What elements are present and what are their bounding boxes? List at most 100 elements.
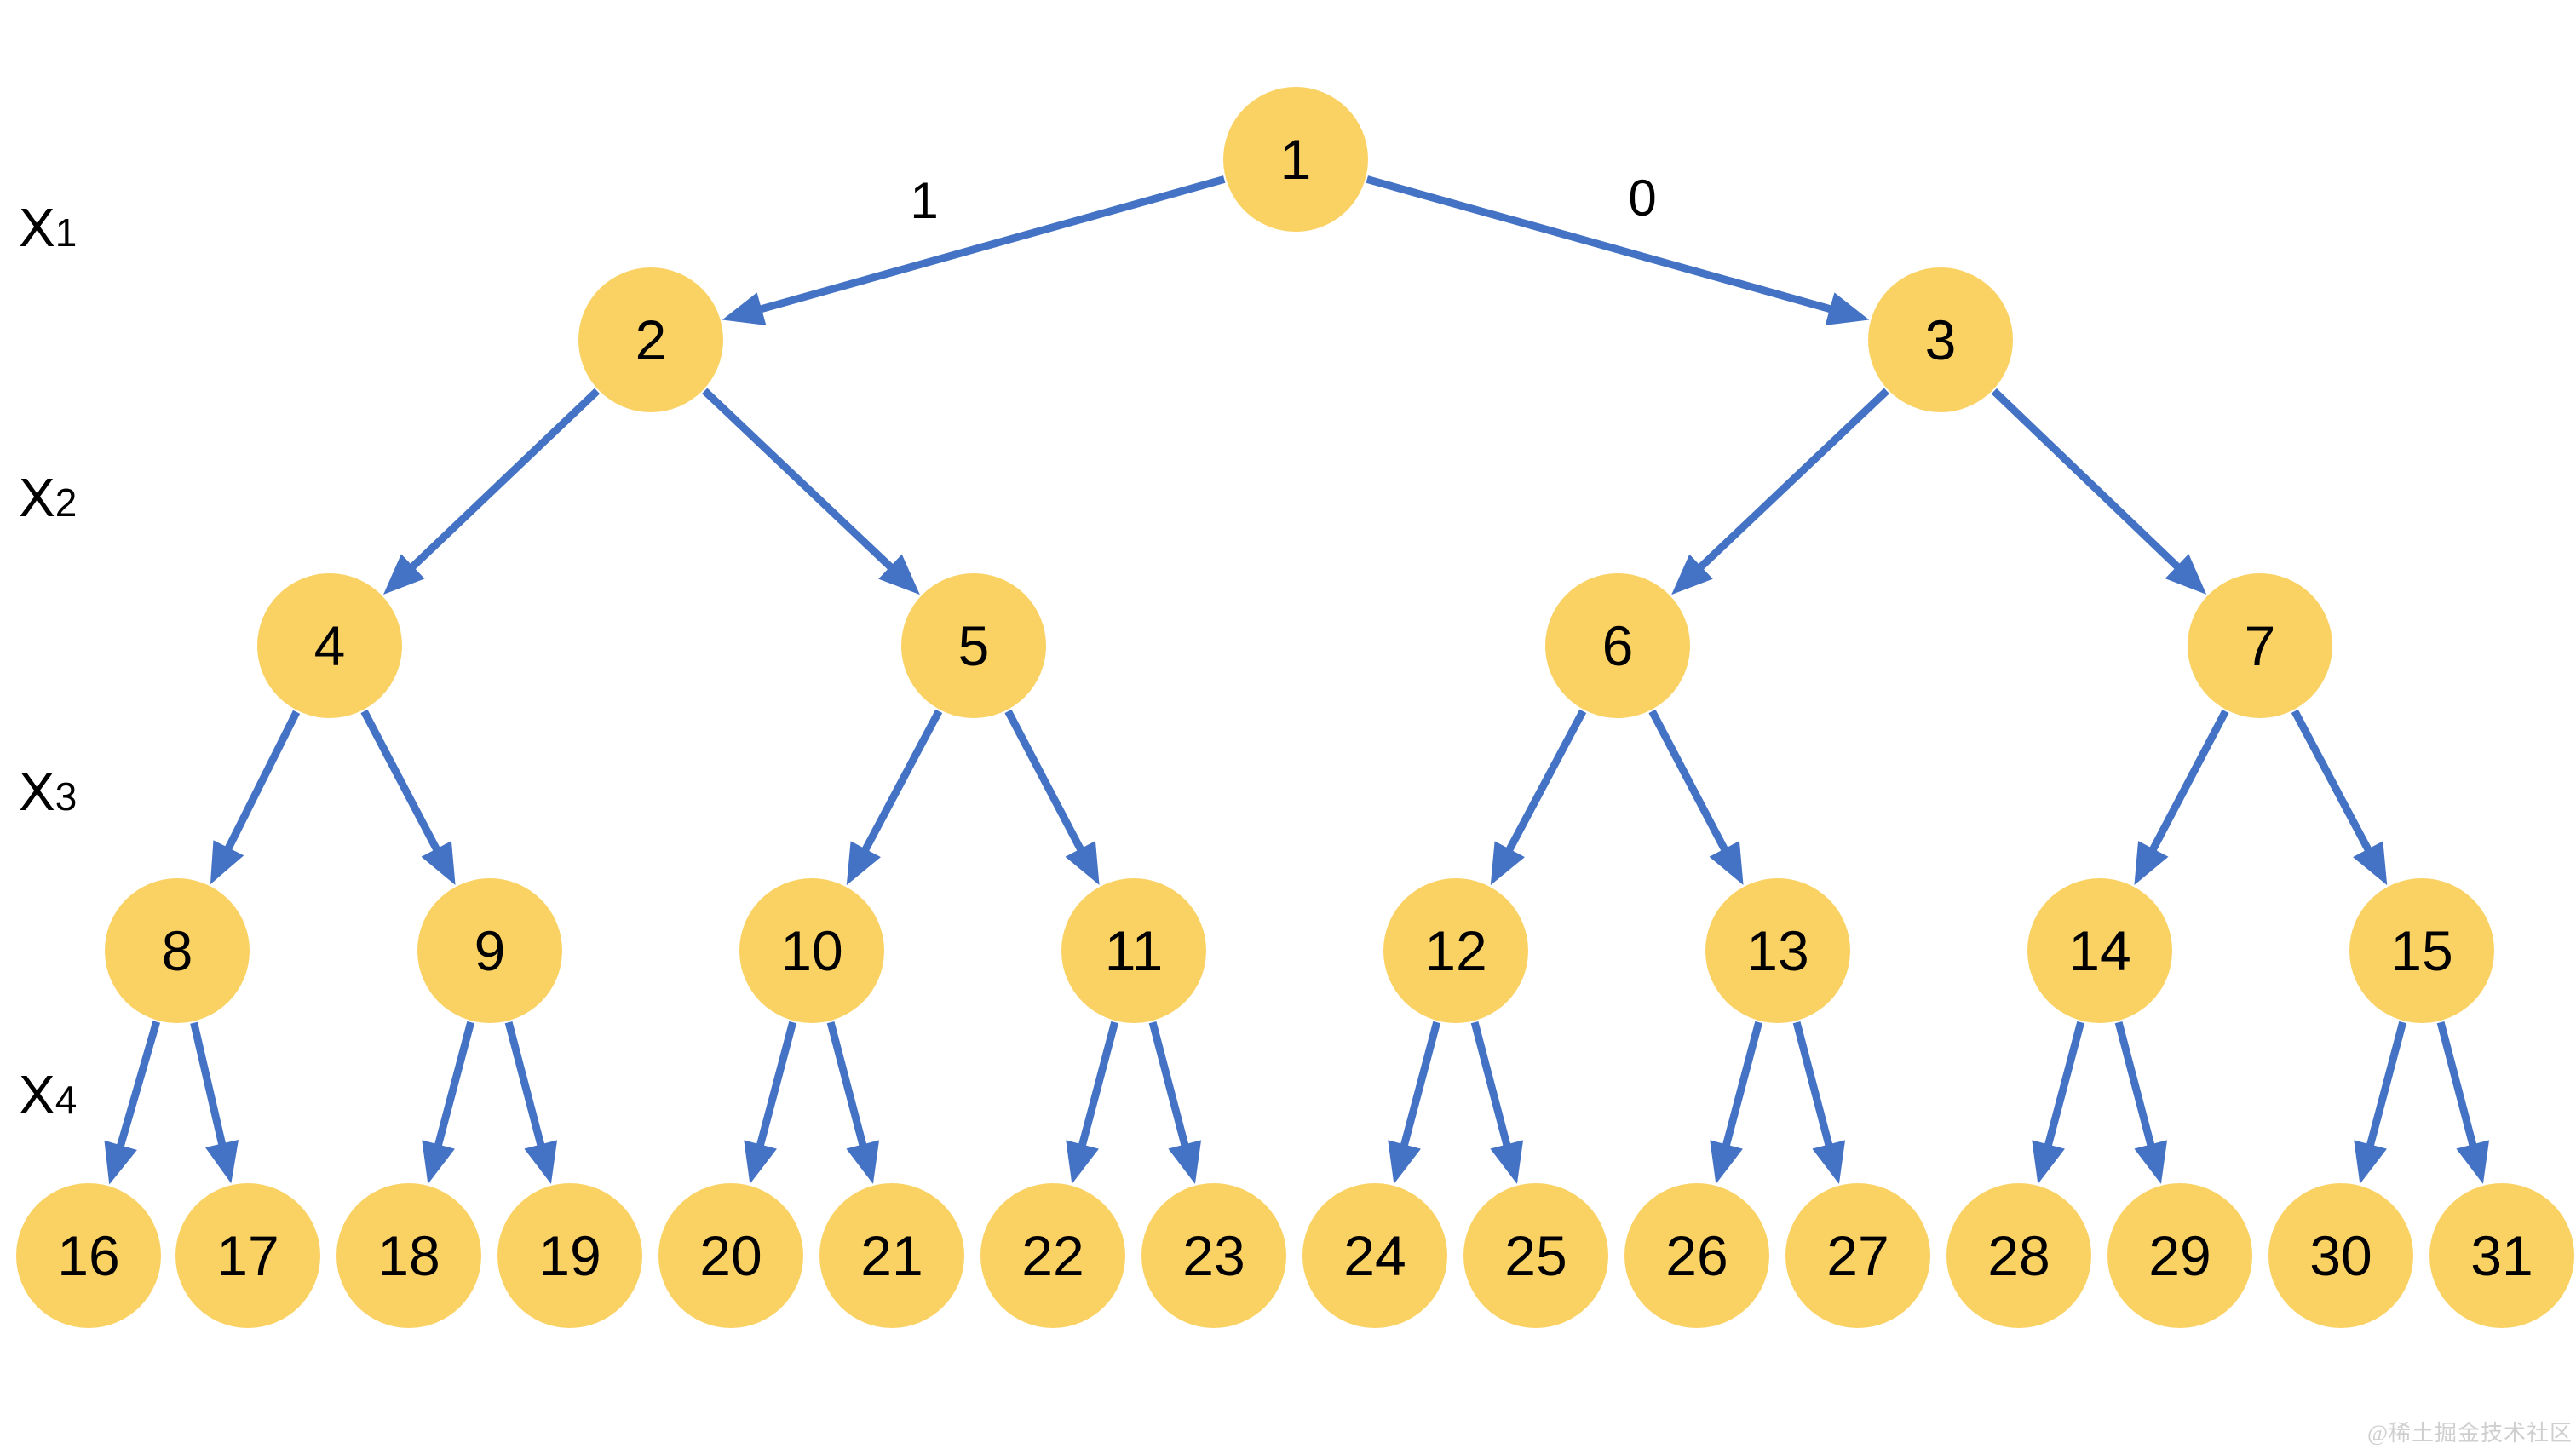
node-circle-1 bbox=[1223, 87, 1368, 232]
edge-label-right-0: 0 bbox=[1628, 170, 1657, 227]
level-label-x4-subscript: 4 bbox=[55, 1078, 78, 1122]
edge-6-13 bbox=[1648, 709, 1736, 865]
arrowhead-5-10 bbox=[846, 841, 881, 886]
edge-15-30 bbox=[2362, 1021, 2407, 1162]
level-label-x1: X1 bbox=[19, 200, 77, 260]
node-circle-23 bbox=[1141, 1183, 1286, 1328]
edge-8-16 bbox=[112, 1021, 161, 1163]
edge-11-23 bbox=[1148, 1021, 1193, 1162]
node-circle-25 bbox=[1463, 1183, 1608, 1328]
node-label-17: 17 bbox=[216, 1224, 279, 1287]
edge-2-5 bbox=[702, 388, 906, 581]
edge-5-10 bbox=[854, 709, 943, 865]
node-circle-8 bbox=[105, 878, 250, 1023]
arrowhead-12-25 bbox=[1490, 1140, 1524, 1184]
arrowhead-1-3 bbox=[1825, 292, 1870, 325]
edge-1-2 bbox=[745, 175, 1226, 318]
node-label-13: 13 bbox=[1746, 919, 1808, 982]
edge-14-28 bbox=[2040, 1021, 2085, 1162]
node-circle-22 bbox=[980, 1183, 1125, 1328]
node-circle-30 bbox=[2268, 1183, 2413, 1328]
tree-node-30: 30 bbox=[2268, 1183, 2413, 1328]
arrowhead-10-21 bbox=[846, 1140, 880, 1184]
arrowhead-14-28 bbox=[2032, 1140, 2065, 1184]
tree-node-7: 7 bbox=[2188, 573, 2332, 718]
edge-1-3 bbox=[1366, 175, 1847, 318]
node-circle-12 bbox=[1383, 878, 1528, 1023]
node-label-30: 30 bbox=[2309, 1224, 2372, 1287]
arrowhead-7-15 bbox=[2353, 841, 2388, 886]
edge-8-17 bbox=[190, 1021, 230, 1161]
node-label-11: 11 bbox=[1105, 919, 1164, 982]
node-label-3: 3 bbox=[1925, 308, 1957, 371]
arrowhead-3-7 bbox=[2165, 554, 2207, 595]
node-label-14: 14 bbox=[2068, 919, 2130, 982]
tree-node-1: 1 bbox=[1223, 87, 1368, 232]
edge-10-20 bbox=[752, 1021, 797, 1162]
node-label-2: 2 bbox=[635, 308, 667, 371]
edge-15-31 bbox=[2436, 1021, 2481, 1162]
node-label-15: 15 bbox=[2390, 919, 2452, 982]
edge-label-left-1: 1 bbox=[910, 172, 939, 229]
edge-13-27 bbox=[1792, 1021, 1837, 1162]
edge-9-19 bbox=[504, 1021, 549, 1162]
edge-6-12 bbox=[1498, 709, 1587, 865]
node-circle-18 bbox=[336, 1183, 481, 1328]
tree-node-13: 13 bbox=[1705, 878, 1850, 1023]
node-circle-14 bbox=[2027, 878, 2172, 1023]
tree-node-20: 20 bbox=[658, 1183, 803, 1328]
arrowhead-9-19 bbox=[524, 1140, 558, 1184]
arrowhead-15-31 bbox=[2456, 1140, 2490, 1184]
node-label-29: 29 bbox=[2148, 1224, 2211, 1287]
arrowhead-13-27 bbox=[1812, 1140, 1846, 1184]
arrowhead-13-26 bbox=[1710, 1140, 1743, 1184]
node-circle-15 bbox=[2349, 878, 2494, 1023]
level-label-x3-subscript: 3 bbox=[55, 774, 78, 819]
node-label-10: 10 bbox=[780, 919, 842, 982]
tree-node-6: 6 bbox=[1545, 573, 1690, 718]
tree-node-18: 18 bbox=[336, 1183, 481, 1328]
edge-9-18 bbox=[430, 1021, 475, 1162]
arrowhead-8-16 bbox=[104, 1140, 137, 1185]
arrowhead-10-20 bbox=[744, 1140, 777, 1184]
edge-3-6 bbox=[1686, 388, 1889, 581]
node-circle-29 bbox=[2107, 1183, 2252, 1328]
tree-node-12: 12 bbox=[1383, 878, 1528, 1023]
node-circle-4 bbox=[257, 573, 402, 718]
edge-11-22 bbox=[1074, 1021, 1119, 1162]
tree-node-19: 19 bbox=[497, 1183, 642, 1328]
arrowhead-7-14 bbox=[2134, 841, 2169, 885]
level-label-x2-subscript: 2 bbox=[55, 480, 78, 525]
level-label-x3: X3 bbox=[19, 764, 77, 824]
node-label-23: 23 bbox=[1182, 1224, 1245, 1287]
edge-12-24 bbox=[1396, 1021, 1441, 1162]
level-label-x3-base: X bbox=[19, 761, 55, 822]
arrowhead-2-5 bbox=[878, 554, 920, 595]
node-circle-10 bbox=[739, 878, 884, 1023]
tree-node-3: 3 bbox=[1868, 267, 2013, 412]
arrowhead-5-11 bbox=[1065, 841, 1100, 885]
node-label-6: 6 bbox=[1602, 614, 1634, 677]
edge-13-26 bbox=[1718, 1021, 1763, 1162]
node-label-9: 9 bbox=[474, 919, 506, 982]
node-label-16: 16 bbox=[57, 1224, 119, 1287]
arrowhead-6-13 bbox=[1709, 841, 1744, 885]
tree-node-2: 2 bbox=[578, 267, 723, 412]
node-label-28: 28 bbox=[1987, 1224, 2050, 1287]
node-label-4: 4 bbox=[314, 614, 346, 677]
node-circle-27 bbox=[1785, 1183, 1930, 1328]
arrowhead-8-17 bbox=[205, 1139, 239, 1184]
node-circle-5 bbox=[901, 573, 1046, 718]
tree-node-31: 31 bbox=[2429, 1183, 2574, 1328]
edge-4-9 bbox=[360, 709, 448, 865]
edge-5-11 bbox=[1004, 709, 1092, 865]
node-circle-2 bbox=[578, 267, 723, 412]
node-label-12: 12 bbox=[1424, 919, 1486, 982]
node-circle-6 bbox=[1545, 573, 1690, 718]
node-label-5: 5 bbox=[958, 614, 990, 677]
node-circle-9 bbox=[417, 878, 562, 1023]
node-label-24: 24 bbox=[1343, 1224, 1406, 1287]
level-label-x4-base: X bbox=[19, 1064, 55, 1125]
node-circle-13 bbox=[1705, 878, 1850, 1023]
